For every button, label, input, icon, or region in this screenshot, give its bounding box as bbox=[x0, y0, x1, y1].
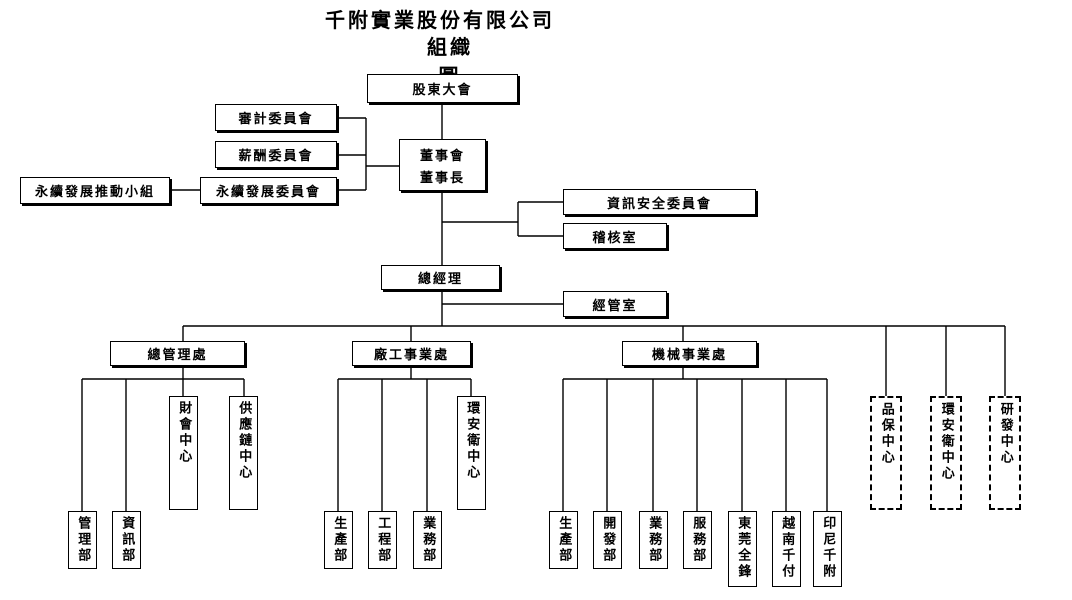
node-business-dept-mach: 業務部 bbox=[639, 511, 668, 569]
node-it-dept: 資訊部 bbox=[112, 511, 141, 569]
node-development-dept: 開發部 bbox=[593, 511, 622, 569]
node-sustainability-committee: 永續發展委員會 bbox=[200, 177, 337, 204]
node-plant-division: 廠工事業處 bbox=[352, 341, 471, 366]
node-infosec-committee: 資訊安全委員會 bbox=[563, 189, 756, 215]
node-qa-center: 品保中心 bbox=[870, 396, 902, 510]
node-remuneration-committee: 薪酬委員會 bbox=[215, 141, 337, 168]
node-internal-audit: 稽核室 bbox=[563, 223, 667, 249]
node-ehs-center-plant: 環安衛中心 bbox=[457, 396, 486, 510]
node-vietnam: 越南千付 bbox=[772, 511, 801, 587]
node-audit-committee: 審計委員會 bbox=[215, 104, 337, 131]
node-finance-center: 財會中心 bbox=[169, 396, 198, 510]
node-business-dept-plant: 業務部 bbox=[413, 511, 442, 569]
node-production-dept-mach: 生產部 bbox=[549, 511, 578, 569]
chairman-label: 董事長 bbox=[419, 170, 465, 186]
node-shareholders: 股東大會 bbox=[367, 74, 518, 103]
node-supply-chain-center: 供應鏈中心 bbox=[229, 396, 258, 510]
node-sustainability-task-force: 永續發展推動小組 bbox=[20, 177, 170, 204]
node-machinery-division: 機械事業處 bbox=[622, 341, 757, 366]
node-indonesia: 印尼千附 bbox=[813, 511, 842, 587]
node-engineering-dept: 工程部 bbox=[368, 511, 397, 569]
node-admin-division: 總管理處 bbox=[110, 341, 245, 366]
node-dongguan: 東莞全鋒 bbox=[728, 511, 757, 587]
chart-title: 千附實業股份有限公司 bbox=[325, 8, 555, 32]
board-label: 董事會 bbox=[419, 148, 465, 164]
node-board: 董事會 董事長 bbox=[399, 139, 486, 191]
node-production-dept-plant: 生產部 bbox=[324, 511, 353, 569]
node-management-office: 經管室 bbox=[563, 291, 667, 317]
node-ehs-center: 環安衛中心 bbox=[930, 396, 962, 510]
node-management-dept: 管理部 bbox=[68, 511, 97, 569]
node-rd-center: 研發中心 bbox=[989, 396, 1021, 510]
node-service-dept: 服務部 bbox=[683, 511, 712, 569]
node-general-manager: 總經理 bbox=[381, 265, 500, 290]
